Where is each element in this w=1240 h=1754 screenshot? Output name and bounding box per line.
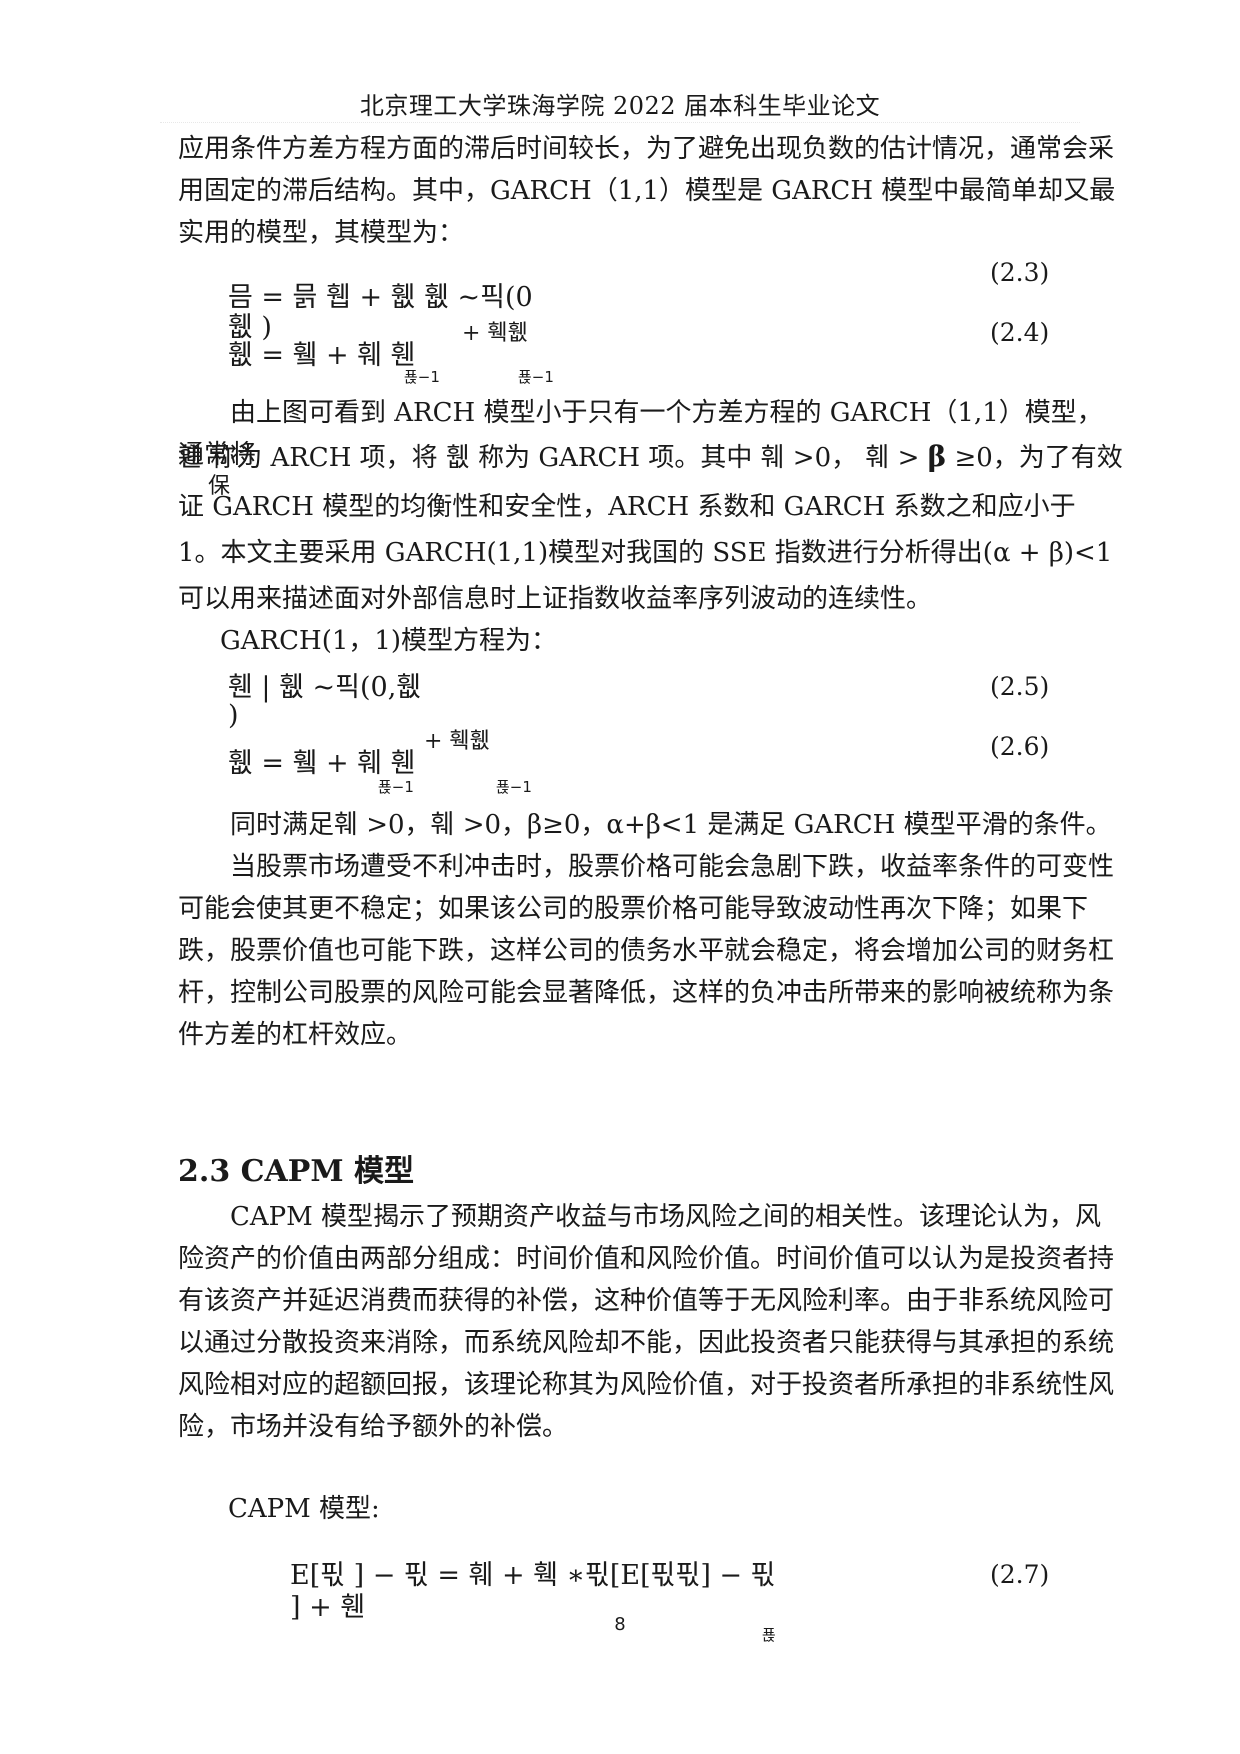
alpha0-condition-2: >0， xyxy=(366,810,431,840)
arch-term-symbol: 휀 xyxy=(178,443,202,473)
equation-number-2-5: (2.5) xyxy=(990,672,1050,701)
page-number: 8 xyxy=(614,1614,626,1635)
section-heading-capm: 2.3 CAPM 模型 xyxy=(178,1154,415,1189)
beta-symbol: β xyxy=(927,440,947,473)
equation-number-2-3: (2.3) xyxy=(990,258,1050,287)
equation-number-2-7: (2.7) xyxy=(990,1560,1050,1589)
alpha0-condition: >0， xyxy=(792,443,858,473)
equation-2-5-line2: ) xyxy=(228,700,239,731)
alpha1-symbol-2: 훼 xyxy=(430,810,455,840)
paragraph-arch-vs-garch: 由上图可看到 ARCH 模型小于只有一个方差方程的 GARCH（1,1）模型，通… xyxy=(178,398,1103,470)
equation-2-6-subscript-2: 푡−1 xyxy=(496,778,532,796)
alpha1-symbol: 훼 xyxy=(865,443,890,473)
equation-2-4-subscript-1: 푡−1 xyxy=(404,368,440,386)
paragraph-capm-description: CAPM 模型揭示了预期资产收益与市场风险之间的相关性。该理论认为，风险资产的价… xyxy=(178,1202,1115,1442)
paragraph-leverage-effect: 当股票市场遭受不利冲击时，股票价格可能会急剧下跌，收益率条件的可变性可能会使其更… xyxy=(178,852,1115,1050)
equation-2-7-line2: ] + 휀 xyxy=(290,1592,366,1623)
paragraph-smoothness-conditions: 同时满足훼 >0，훼 >0，β≥0，α+β<1 是满足 GARCH 模型平滑的条… xyxy=(230,804,1112,846)
equation-2-7-line1: E[픿 ] − 픿 = 훼 + 훽 ∗픿[E[픿픿] − 픿 xyxy=(290,1560,776,1591)
alpha1-condition: > xyxy=(897,443,920,473)
paragraph-garch-equation-intro: GARCH(1，1)模型方程为： xyxy=(220,626,558,656)
equation-2-6: 휎 = 휔 + 훼 휀 xyxy=(228,748,416,779)
paragraph-garch-stability: 证 GARCH 模型的均衡性和安全性，ARCH 系数和 GARCH 系数之和应小… xyxy=(178,492,1113,614)
equation-2-3-line1: 믐 = 믉 휍 + 휎 휎 ~픽(0 xyxy=(228,282,533,313)
equation-2-6-subscript-1: 푡−1 xyxy=(378,778,414,796)
beta-condition: ≥0，为了有效 xyxy=(954,443,1123,473)
paragraph-arch-terms: 휀 称为 ARCH 项，将 휎 称为 GARCH 项。其中 훼 >0， 훼 > … xyxy=(178,436,1123,479)
line-wrap-fragment: 保 xyxy=(208,474,231,499)
equation-2-3-line2: 휎 ) xyxy=(228,312,272,343)
equation-2-4: 휎 = 휔 + 훼 휀 xyxy=(228,340,416,371)
condition-lead: 同时满足 xyxy=(230,810,335,840)
arch-term-text: 称为 ARCH 项，将 xyxy=(210,443,438,473)
equation-2-5: 휀 | 휎 ~픽(0,휎 xyxy=(228,672,422,703)
alpha0-symbol-2: 훼 xyxy=(334,810,358,840)
equation-number-2-4: (2.4) xyxy=(990,318,1050,347)
condition-tail: >0，β≥0，α+β<1 是满足 GARCH 模型平滑的条件。 xyxy=(462,810,1112,840)
garch-term-symbol: 휎 xyxy=(445,443,470,473)
paragraph-capm-model-label: CAPM 模型: xyxy=(228,1494,380,1524)
garch-term-text: 称为 GARCH 项。其中 xyxy=(478,443,753,473)
page-header: 北京理工大学珠海学院 2022 届本科生毕业论文 xyxy=(359,92,881,120)
equation-number-2-6: (2.6) xyxy=(990,732,1050,761)
equation-2-4-subscript-2: 푡−1 xyxy=(518,368,554,386)
paragraph-garch-intro: 应用条件方差方程方面的滞后时间较长，为了避免出现负数的估计情况，通常会采用固定的… xyxy=(178,134,1116,248)
equation-2-6-tail: + 훽휎 xyxy=(424,729,490,754)
header-divider xyxy=(160,122,1080,123)
alpha0-symbol: 훼 xyxy=(760,443,785,473)
equation-2-7-subscript: 푡 xyxy=(762,1626,776,1644)
equation-2-4-tail: + 훽휎 xyxy=(462,321,528,346)
